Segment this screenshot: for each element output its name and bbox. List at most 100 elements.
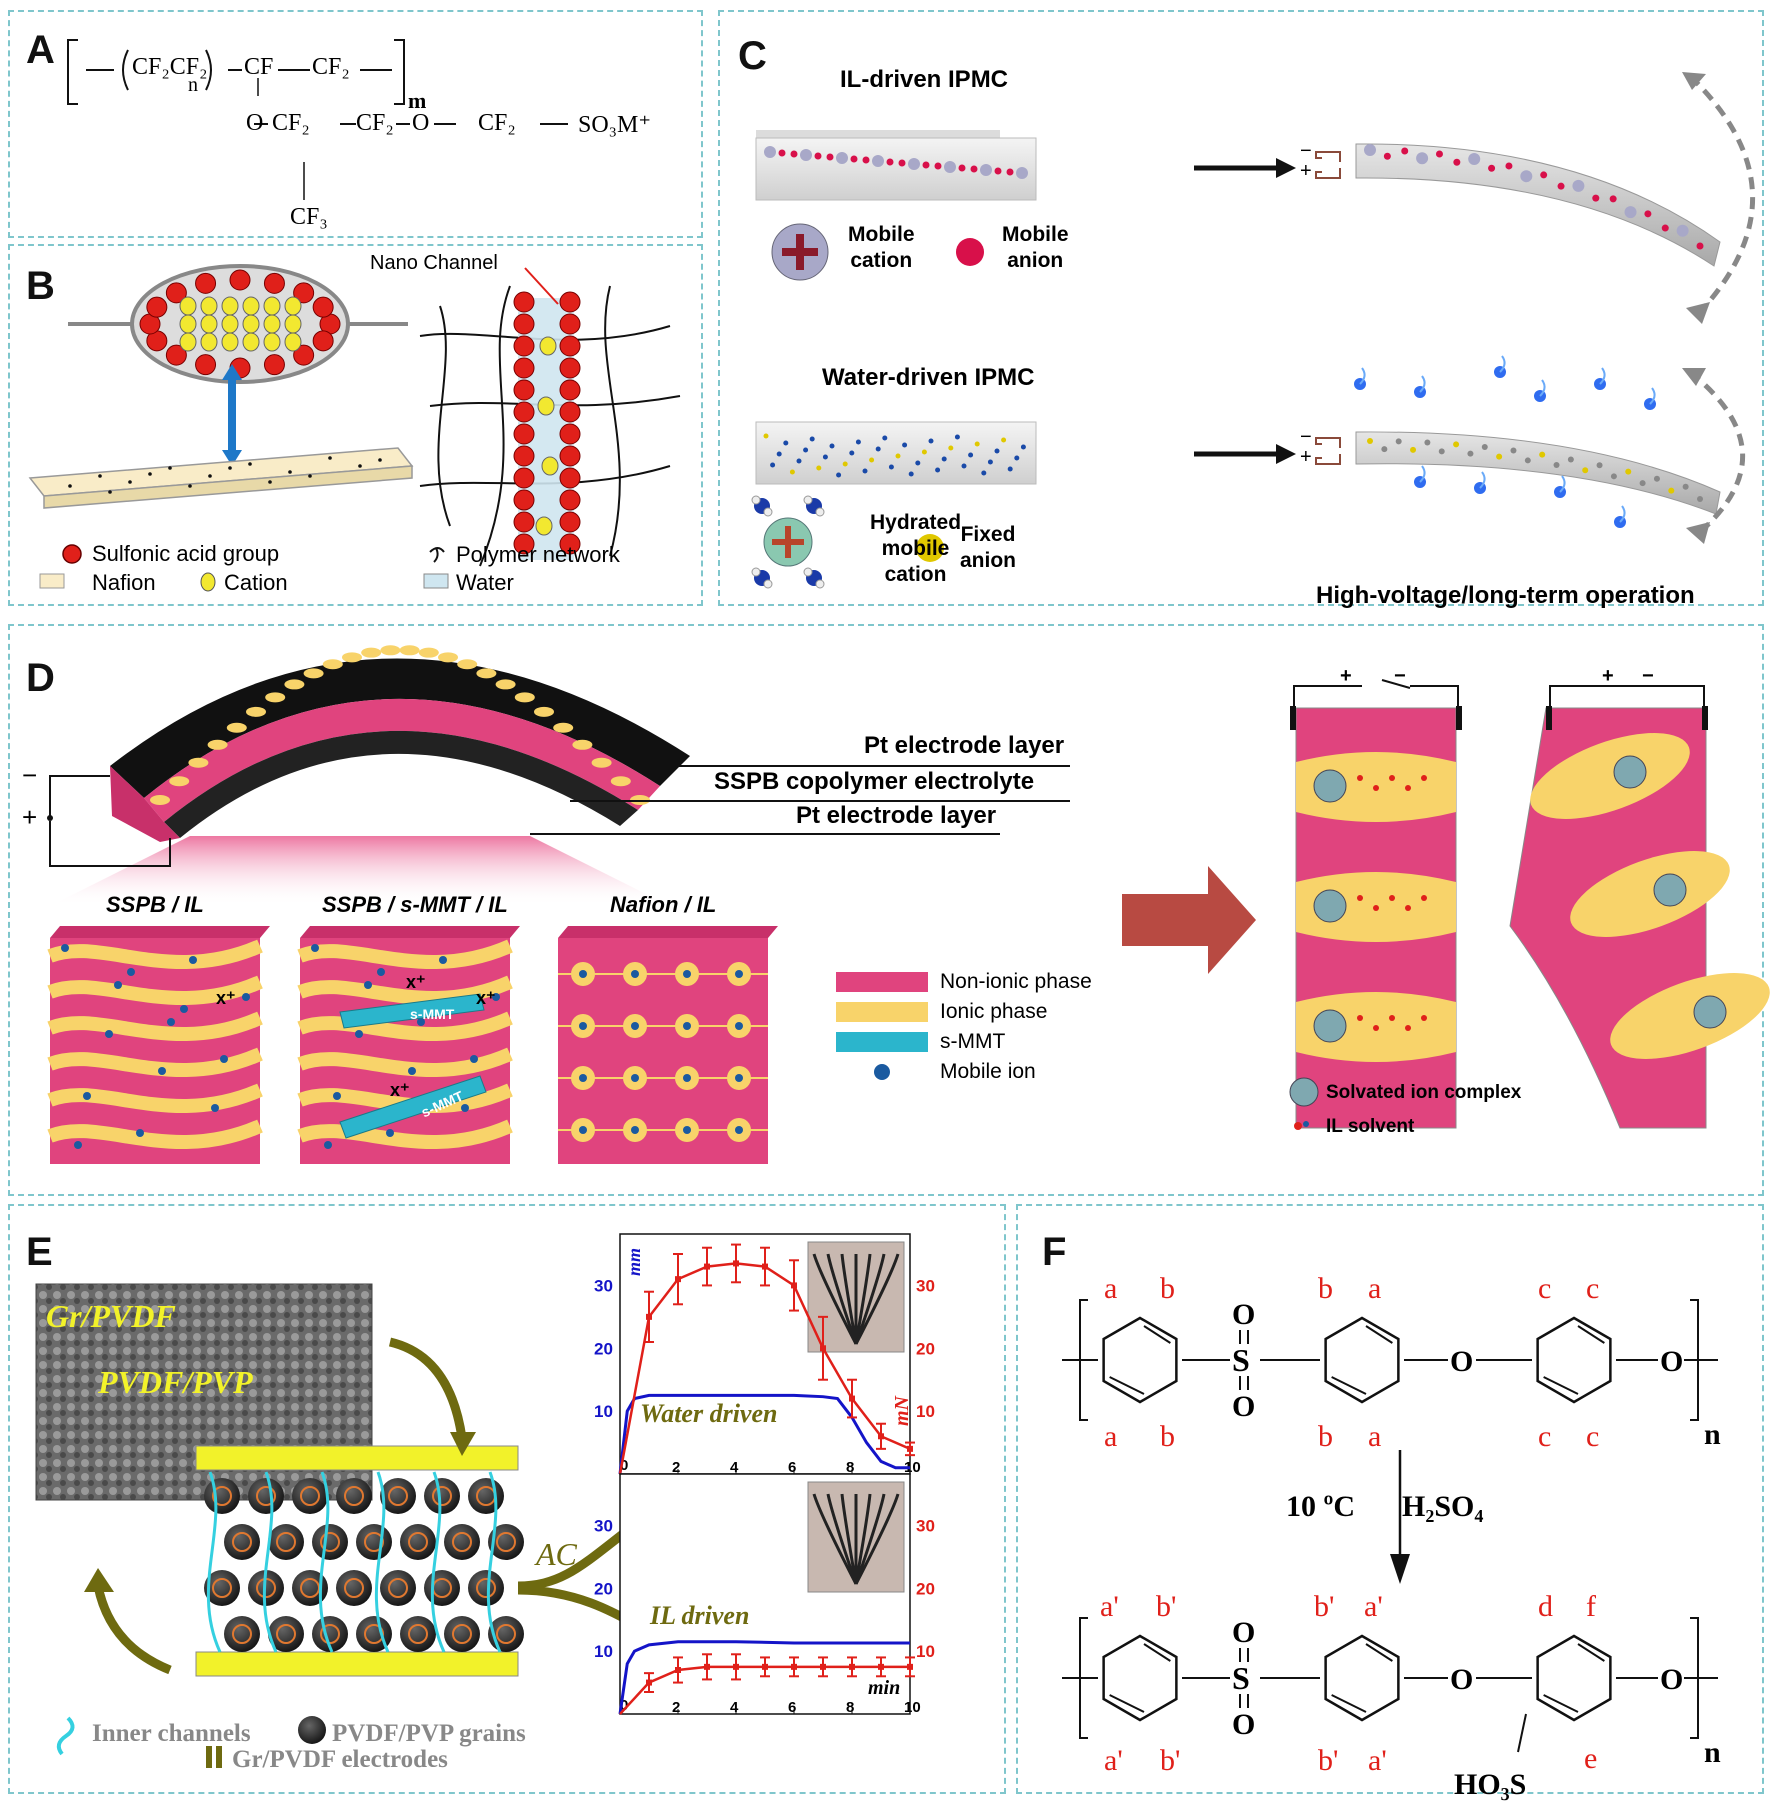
y2-tick-label: 10: [916, 1642, 935, 1661]
il-plus: +: [1300, 160, 1312, 182]
d-minus: −: [22, 760, 38, 790]
x-tick-label: 2: [672, 1699, 680, 1716]
panel-e-label: E: [26, 1230, 53, 1274]
xplus-3: x⁺: [476, 988, 496, 1008]
origin-label: 0: [620, 1457, 628, 1474]
a-n: n: [188, 74, 198, 96]
proton-label-bottom: a: [1368, 1420, 1381, 1453]
pt-electrode-bottom: Pt electrode layer: [796, 802, 997, 829]
ring-double-bond: [1109, 1376, 1145, 1395]
ring-double-bond: [1365, 1643, 1393, 1662]
so3h-bond: [1517, 1713, 1527, 1753]
proton-label-bottom: b': [1160, 1744, 1180, 1777]
data-point: [762, 1663, 768, 1670]
legend-sulfonic: Sulfonic acid group: [92, 541, 280, 566]
a-cf2-d: CF₂: [478, 110, 516, 136]
y2-tick-label: 20: [916, 1579, 935, 1598]
f-condition-acid: H₂SO₄: [1402, 1490, 1484, 1523]
cube3-label: Nafion / IL: [610, 892, 717, 917]
pvdf-pvp-illustration: [35, 1283, 682, 1768]
ring-double-bond: [1365, 1325, 1393, 1344]
ring-double-bond: [1331, 1694, 1367, 1713]
il-minus: −: [1300, 140, 1312, 162]
y-axis-label: mm: [624, 1248, 644, 1276]
data-point: [820, 1345, 826, 1352]
d-legend-3: Mobile ion: [940, 1060, 1036, 1083]
benzene-ring: [1536, 1634, 1612, 1722]
y-tick-label: 10: [594, 1402, 613, 1421]
repeat-n: n: [1704, 1418, 1721, 1451]
ipmc-caption: High-voltage/long-term operation: [1316, 582, 1695, 609]
mobile-cation-label: Mobile cation: [848, 223, 915, 272]
x-tick-label: 10: [904, 1459, 921, 1476]
data-point: [791, 1282, 797, 1289]
data-point: [878, 1433, 884, 1440]
svg-text:−: −: [1642, 665, 1654, 687]
sem-top-label: Gr/PVDF: [46, 1298, 176, 1334]
f-condition-temp: 10 ºC: [1286, 1490, 1356, 1523]
a-cf2cf2: CF₂CF₂: [132, 54, 208, 80]
y2-tick-label: 30: [916, 1516, 935, 1535]
proton-label-bottom: c: [1538, 1420, 1551, 1453]
panel-c-label: C: [738, 34, 767, 78]
ring-double-bond: [1143, 1643, 1171, 1662]
data-point: [704, 1263, 710, 1270]
sem-mid-label: PVDF/PVP: [98, 1364, 253, 1400]
benzene-ring: [1102, 1316, 1178, 1404]
chart-inset-photo: [807, 1481, 905, 1593]
proton-label-bottom: e: [1584, 1742, 1597, 1775]
data-point: [762, 1263, 768, 1270]
a-cf2: CF₂: [312, 54, 350, 80]
svg-text:+: +: [1340, 665, 1352, 687]
proton-label-top: d: [1538, 1590, 1553, 1623]
data-point: [791, 1663, 797, 1670]
cube2-label: SSPB / s-MMT / IL: [322, 892, 508, 917]
data-point: [907, 1663, 913, 1670]
xplus-2: x⁺: [406, 972, 426, 992]
proton-label-bottom: b': [1318, 1744, 1338, 1777]
reaction-arrow-head: [1390, 1554, 1410, 1584]
legend-water: Water: [456, 570, 514, 595]
sspb-electrolyte: SSPB copolymer electrolyte: [714, 768, 1035, 795]
a-cf2-b: CF₂: [272, 110, 310, 136]
oxygen-atom: O: [1232, 1298, 1255, 1331]
ac-label: AC: [536, 1536, 577, 1572]
proton-label-top: c: [1538, 1272, 1551, 1305]
chart-annotation: Water driven: [640, 1399, 777, 1428]
x-tick-label: 6: [788, 1699, 796, 1716]
benzene-ring: [1324, 1316, 1400, 1404]
svg-text:+: +: [1602, 665, 1614, 687]
oxygen-atom: O: [1232, 1390, 1255, 1423]
proton-label-top: b: [1318, 1272, 1333, 1305]
benzene-ring: [1536, 1316, 1612, 1404]
xplus-4: x⁺: [390, 1080, 410, 1100]
d-legend-0: Non-ionic phase: [940, 970, 1092, 993]
oxygen-atom: O: [1232, 1708, 1255, 1741]
data-point: [646, 1313, 652, 1320]
w-plus: +: [1300, 446, 1312, 468]
origin-label: 0: [620, 1697, 628, 1714]
panel-d: D +−+− Pt electrode layer SSPB copolymer…: [8, 624, 1770, 1196]
svg-text:−: −: [1394, 665, 1406, 687]
a-o2: O: [412, 110, 430, 136]
legend-nafion: Nafion: [92, 570, 156, 595]
y-tick-label: 30: [594, 1516, 613, 1535]
w-minus: −: [1300, 426, 1312, 448]
series-line-0: [618, 1393, 910, 1475]
solvated-label: Solvated ion complex: [1326, 1082, 1522, 1103]
ring-double-bond: [1331, 1376, 1367, 1395]
proton-label-bottom: a': [1104, 1744, 1123, 1777]
data-point: [675, 1667, 681, 1673]
data-point: [646, 1679, 652, 1686]
oxygen-atom: O: [1232, 1616, 1255, 1649]
x-tick-label: 10: [904, 1699, 921, 1716]
data-point: [704, 1663, 710, 1670]
d-plus: +: [22, 802, 38, 832]
ipmc-illustration: [751, 72, 1755, 589]
x-axis-label: min: [868, 1677, 900, 1699]
fixed-anion-label: Fixed anion: [960, 523, 1016, 572]
benzene-ring: [1324, 1634, 1400, 1722]
